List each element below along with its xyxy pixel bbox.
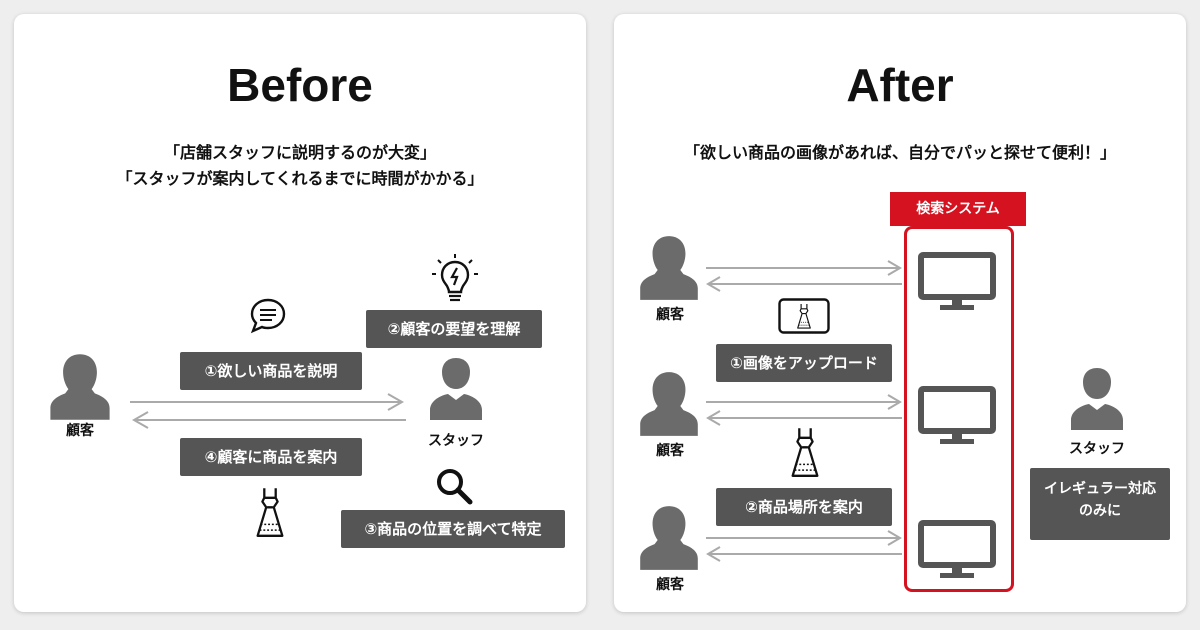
step-1-label: ①欲しい商品を説明: [180, 352, 362, 390]
monitor-icon: [918, 520, 996, 580]
search-system-label: 検索システム: [890, 192, 1026, 226]
before-title: Before: [227, 59, 373, 111]
light-bulb-icon: [432, 254, 478, 302]
after-arrows-1: [706, 260, 902, 292]
step-4-label: ④顧客に商品を案内: [180, 438, 362, 476]
after-panel: After 「欲しい商品の画像があれば、自分でパッと探せて便利！」 検索システム…: [614, 14, 1186, 612]
customer-label-1: 顧客: [656, 307, 684, 323]
dress-icon: [791, 427, 819, 477]
customer-person-icon: [640, 506, 698, 570]
before-arrows: [130, 393, 406, 429]
monitor-icon: [918, 386, 996, 446]
after-arrows-2: [706, 394, 902, 426]
staff-note-line-1: イレギュラー対応: [1044, 481, 1156, 497]
staff-note-line-2: のみに: [1079, 503, 1121, 519]
chat-bubble-icon: [250, 298, 286, 334]
customer-label: 顧客: [66, 423, 94, 439]
dress-icon: [256, 487, 284, 537]
after-step-2-label: ②商品場所を案内: [716, 488, 892, 526]
staff-label: スタッフ: [428, 433, 484, 449]
before-quote-1: 「店舗スタッフに説明するのが大変」: [163, 143, 436, 162]
after-step-1-label: ①画像をアップロード: [716, 344, 892, 382]
customer-person-icon: [640, 236, 698, 300]
staff-person-icon: [1071, 368, 1123, 430]
search-icon: [437, 469, 473, 505]
customer-person-icon: [50, 354, 110, 420]
after-title: After: [846, 59, 954, 111]
search-system-box: [904, 226, 1014, 592]
before-quote-2: 「スタッフが案内してくれるまでに時間がかかる」: [116, 169, 484, 188]
after-arrows-3: [706, 530, 902, 562]
before-panel: Before 「店舗スタッフに説明するのが大変」 「スタッフが案内してくれるまで…: [14, 14, 586, 612]
step-3-label: ③商品の位置を調べて特定: [341, 510, 565, 548]
monitor-icon: [918, 252, 996, 312]
image-dress-icon: [778, 298, 830, 334]
staff-note: イレギュラー対応 のみに: [1030, 468, 1170, 540]
customer-label-2: 顧客: [656, 443, 684, 459]
customer-person-icon: [640, 372, 698, 436]
step-2-label: ②顧客の要望を理解: [366, 310, 542, 348]
staff-person-icon: [430, 358, 482, 420]
staff-label: スタッフ: [1069, 441, 1125, 457]
customer-label-3: 顧客: [656, 577, 684, 593]
after-quote: 「欲しい商品の画像があれば、自分でパッと探せて便利！」: [683, 143, 1116, 162]
